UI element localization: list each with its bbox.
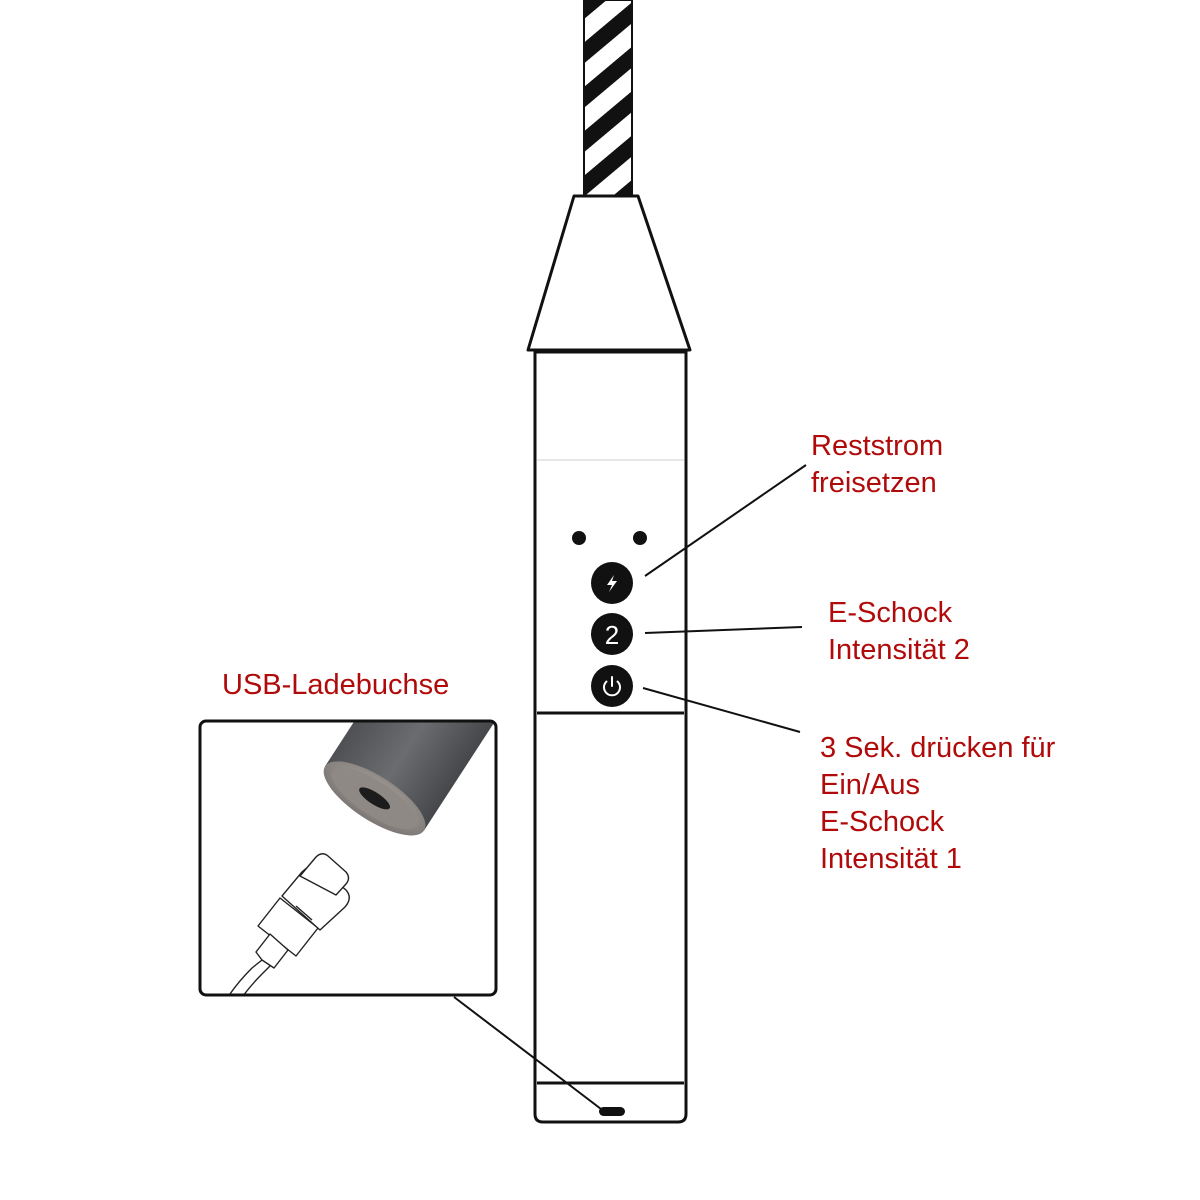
usb-c-connector-icon [225,853,350,995]
callout-line: freisetzen [811,467,937,499]
callout-line: Reststrom [811,430,944,462]
leader-release [644,464,807,577]
power-icon [603,676,621,697]
indicator-led-right [633,531,647,545]
power-button[interactable] [591,665,633,707]
intensity-2-button[interactable]: 2 [591,613,633,655]
callout-line: E-Schock [828,597,953,629]
callout-line: Ein/Aus [820,769,920,801]
usb-socket-opening [359,787,390,810]
callout-line: USB-Ladebuchse [222,669,450,701]
leader-usb [453,996,602,1110]
usb-c-port-icon [599,1107,625,1116]
callout-line: E-Schock [820,806,945,838]
device-handle [533,350,688,1124]
callout-intensity-2: E-Schock Intensität 2 [828,595,970,669]
callout-release-residual-current: Reststrom freisetzen [811,428,943,502]
callout-usb-charging-port: USB-Ladebuchse [222,667,449,704]
inset-frame [198,719,498,997]
leader-power [642,687,801,733]
callout-power: 3 Sek. drücken für Ein/Aus E-Schock Inte… [820,730,1055,878]
usb-inset [198,719,498,997]
leader-intensity-2 [644,626,803,634]
callout-line: Intensität 1 [820,843,962,875]
callout-line: 3 Sek. drücken für [820,732,1056,764]
striped-cable [583,0,633,197]
indicator-led-left [572,531,586,545]
intensity-2-glyph: 2 [605,620,619,650]
callout-line: Intensität 2 [828,634,970,666]
device-neck [526,194,692,352]
release-button[interactable] [591,562,633,604]
lightning-bolt-icon [607,575,617,592]
